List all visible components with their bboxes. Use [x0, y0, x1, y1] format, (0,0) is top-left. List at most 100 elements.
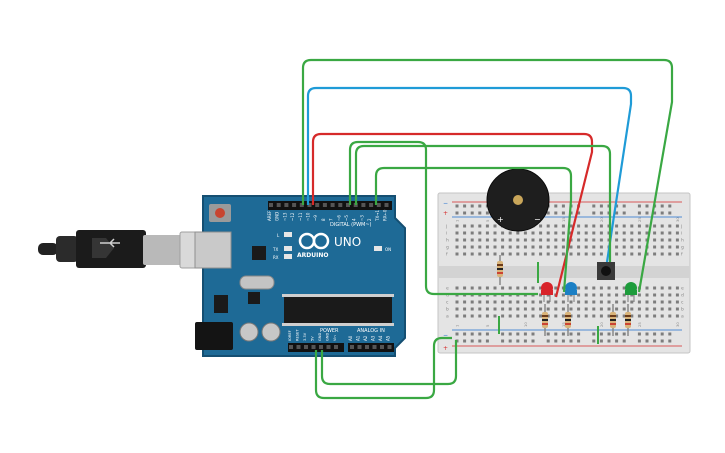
breadboard-hole[interactable] [569, 245, 573, 249]
rail-hole[interactable] [485, 211, 489, 215]
breadboard-hole[interactable] [622, 286, 626, 290]
breadboard-hole[interactable] [470, 231, 474, 235]
rail-hole[interactable] [485, 339, 489, 343]
rail-hole[interactable] [516, 339, 520, 343]
breadboard-hole[interactable] [584, 245, 588, 249]
breadboard-hole[interactable] [493, 224, 497, 228]
breadboard-hole[interactable] [653, 300, 657, 304]
breadboard-hole[interactable] [599, 238, 603, 242]
rail-hole[interactable] [470, 204, 474, 208]
breadboard-hole[interactable] [463, 314, 467, 318]
breadboard-hole[interactable] [516, 307, 520, 311]
digital-pin[interactable] [276, 203, 281, 207]
analog-pin[interactable] [357, 345, 362, 349]
rail-hole[interactable] [463, 211, 467, 215]
breadboard-hole[interactable] [493, 245, 497, 249]
rail-hole[interactable] [554, 204, 558, 208]
breadboard-hole[interactable] [668, 252, 672, 256]
rail-hole[interactable] [478, 211, 482, 215]
breadboard-hole[interactable] [516, 238, 520, 242]
digital-pin[interactable] [307, 203, 312, 207]
breadboard-hole[interactable] [546, 231, 550, 235]
breadboard-hole[interactable] [630, 224, 634, 228]
rail-hole[interactable] [531, 339, 535, 343]
rail-hole[interactable] [653, 332, 657, 336]
rail-hole[interactable] [637, 339, 641, 343]
breadboard-hole[interactable] [501, 245, 505, 249]
breadboard-hole[interactable] [554, 231, 558, 235]
breadboard-hole[interactable] [493, 252, 497, 256]
rail-hole[interactable] [478, 339, 482, 343]
breadboard-hole[interactable] [599, 300, 603, 304]
breadboard-hole[interactable] [516, 245, 520, 249]
breadboard-hole[interactable] [615, 224, 619, 228]
breadboard-hole[interactable] [630, 231, 634, 235]
rail-hole[interactable] [599, 339, 603, 343]
breadboard-hole[interactable] [493, 286, 497, 290]
digital-pin[interactable] [384, 203, 389, 207]
rail-hole[interactable] [470, 211, 474, 215]
analog-pin[interactable] [350, 345, 354, 349]
breadboard-hole[interactable] [561, 307, 565, 311]
breadboard-hole[interactable] [523, 286, 527, 290]
breadboard-hole[interactable] [455, 252, 459, 256]
breadboard-hole[interactable] [546, 252, 550, 256]
breadboard-hole[interactable] [523, 252, 527, 256]
breadboard-hole[interactable] [584, 300, 588, 304]
breadboard-hole[interactable] [592, 314, 596, 318]
breadboard-hole[interactable] [668, 245, 672, 249]
breadboard-hole[interactable] [675, 300, 679, 304]
breadboard-hole[interactable] [630, 245, 634, 249]
rail-hole[interactable] [516, 332, 520, 336]
breadboard-hole[interactable] [660, 245, 664, 249]
breadboard-hole[interactable] [660, 293, 664, 297]
breadboard-hole[interactable] [577, 245, 581, 249]
led-red[interactable] [541, 282, 553, 302]
push-button[interactable] [597, 262, 615, 280]
breadboard-hole[interactable] [478, 300, 482, 304]
digital-pin[interactable] [338, 203, 343, 207]
breadboard-hole[interactable] [478, 245, 482, 249]
breadboard-hole[interactable] [508, 238, 512, 242]
breadboard-hole[interactable] [569, 307, 573, 311]
breadboard-hole[interactable] [485, 314, 489, 318]
breadboard-hole[interactable] [637, 293, 641, 297]
breadboard-hole[interactable] [493, 314, 497, 318]
breadboard-hole[interactable] [463, 245, 467, 249]
breadboard-hole[interactable] [470, 238, 474, 242]
rail-hole[interactable] [622, 211, 626, 215]
breadboard-hole[interactable] [531, 300, 535, 304]
breadboard-hole[interactable] [645, 314, 649, 318]
breadboard-hole[interactable] [485, 300, 489, 304]
breadboard-hole[interactable] [668, 300, 672, 304]
breadboard-hole[interactable] [455, 231, 459, 235]
rail-hole[interactable] [577, 332, 581, 336]
breadboard-hole[interactable] [599, 252, 603, 256]
rail-hole[interactable] [561, 339, 565, 343]
rail-hole[interactable] [637, 332, 641, 336]
breadboard-hole[interactable] [523, 245, 527, 249]
breadboard-hole[interactable] [463, 238, 467, 242]
breadboard-hole[interactable] [653, 314, 657, 318]
digital-pin[interactable] [361, 203, 366, 207]
breadboard-hole[interactable] [485, 238, 489, 242]
breadboard-hole[interactable] [531, 245, 535, 249]
rail-hole[interactable] [592, 211, 596, 215]
rail-hole[interactable] [668, 211, 672, 215]
rail-hole[interactable] [554, 332, 558, 336]
breadboard-hole[interactable] [592, 231, 596, 235]
breadboard-hole[interactable] [622, 293, 626, 297]
breadboard-hole[interactable] [463, 224, 467, 228]
breadboard-hole[interactable] [455, 245, 459, 249]
rail-hole[interactable] [645, 204, 649, 208]
breadboard-hole[interactable] [653, 245, 657, 249]
rail-hole[interactable] [569, 339, 573, 343]
analog-pin[interactable] [372, 345, 377, 349]
breadboard-hole[interactable] [630, 252, 634, 256]
rail-hole[interactable] [508, 339, 512, 343]
breadboard-hole[interactable] [493, 238, 497, 242]
digital-pin[interactable] [346, 203, 350, 207]
breadboard-hole[interactable] [653, 286, 657, 290]
breadboard-hole[interactable] [675, 252, 679, 256]
breadboard-hole[interactable] [463, 307, 467, 311]
